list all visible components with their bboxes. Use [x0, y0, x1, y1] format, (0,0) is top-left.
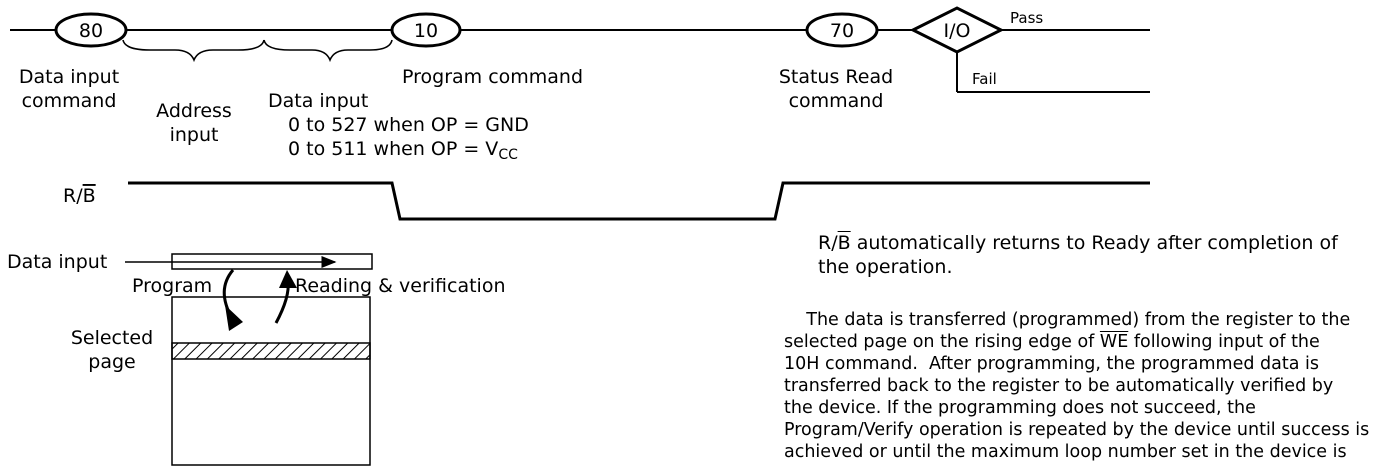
program-label: Program [132, 275, 212, 297]
para-line-4: transferred back to the register to be a… [784, 376, 1334, 396]
selected-page-label-2: page [88, 351, 135, 373]
reading-verification-label: Reading & verification [295, 275, 506, 297]
data-input-command-label-2: command [22, 90, 117, 112]
note-b-overline: B [837, 232, 851, 254]
data-input-command-label-1: Data input [19, 66, 119, 88]
memory-cell-array [171, 296, 371, 466]
range-vcc-label: 0 to 511 when OP = VCC [288, 138, 518, 163]
para-line-7: achieved or until the maximum loop numbe… [784, 442, 1347, 462]
para-line-2a: selected page on the rising edge of [784, 332, 1100, 352]
program-command-ellipse: 10 [390, 12, 462, 48]
note-rest: automatically returns to Ready after com… [850, 232, 1338, 254]
rb-label: R/B [63, 185, 96, 207]
status-command-code: 70 [830, 20, 854, 42]
para-line-2b: following input of the [1128, 332, 1320, 352]
io-decision-diamond: I/O [909, 6, 1005, 54]
program-command-code: 10 [414, 20, 438, 42]
data-input-command-code: 80 [79, 20, 103, 42]
status-read-label-2: command [789, 90, 884, 112]
ready-note-line-1: R/B automatically returns to Ready after… [818, 231, 1338, 255]
vcc-subscript: CC [498, 147, 518, 163]
para-line-1: The data is transferred (programmed) fro… [784, 310, 1351, 330]
program-arrow-head [225, 305, 243, 331]
ready-note: R/B automatically returns to Ready after… [818, 231, 1338, 279]
rb-waveform [128, 181, 1150, 221]
block-data-input-label: Data input [7, 251, 107, 273]
note-prefix: R/ [818, 232, 838, 254]
para-line-2: selected page on the rising edge of WE f… [784, 331, 1384, 353]
we-overline: WE [1099, 332, 1129, 352]
address-input-brace [122, 39, 265, 63]
verify-arrow-head [279, 270, 297, 288]
rb-b-overline: B [83, 185, 96, 207]
data-input-command-ellipse: 80 [54, 12, 128, 48]
address-input-label-1: Address [156, 100, 232, 122]
para-line-3: 10H command. After programming, the prog… [784, 354, 1319, 374]
status-command-ellipse: 70 [805, 12, 879, 48]
program-command-label: Program command [402, 66, 583, 88]
description-paragraph: The data is transferred (programmed) fro… [784, 309, 1384, 463]
address-input-label-2: input [170, 124, 219, 146]
selected-page-label-1: Selected [71, 327, 153, 349]
data-input-label: Data input [268, 90, 368, 112]
para-line-5: the device. If the programming does not … [784, 398, 1256, 418]
ready-note-line-2: the operation. [818, 256, 953, 278]
para-line-6: Program/Verify operation is repeated by … [784, 420, 1370, 440]
selected-page-row [171, 342, 371, 360]
status-read-label-1: Status Read [779, 66, 893, 88]
command-timeline: 80 10 70 I/O Pass Fail [10, 6, 1150, 93]
range-gnd-label: 0 to 527 when OP = GND [288, 114, 529, 136]
memory-block-diagram: Data input Program Reading & verificatio… [7, 251, 506, 466]
io-label: I/O [944, 20, 971, 42]
data-input-brace [263, 39, 393, 63]
pass-label: Pass [1010, 9, 1043, 27]
fail-label: Fail [972, 70, 997, 88]
